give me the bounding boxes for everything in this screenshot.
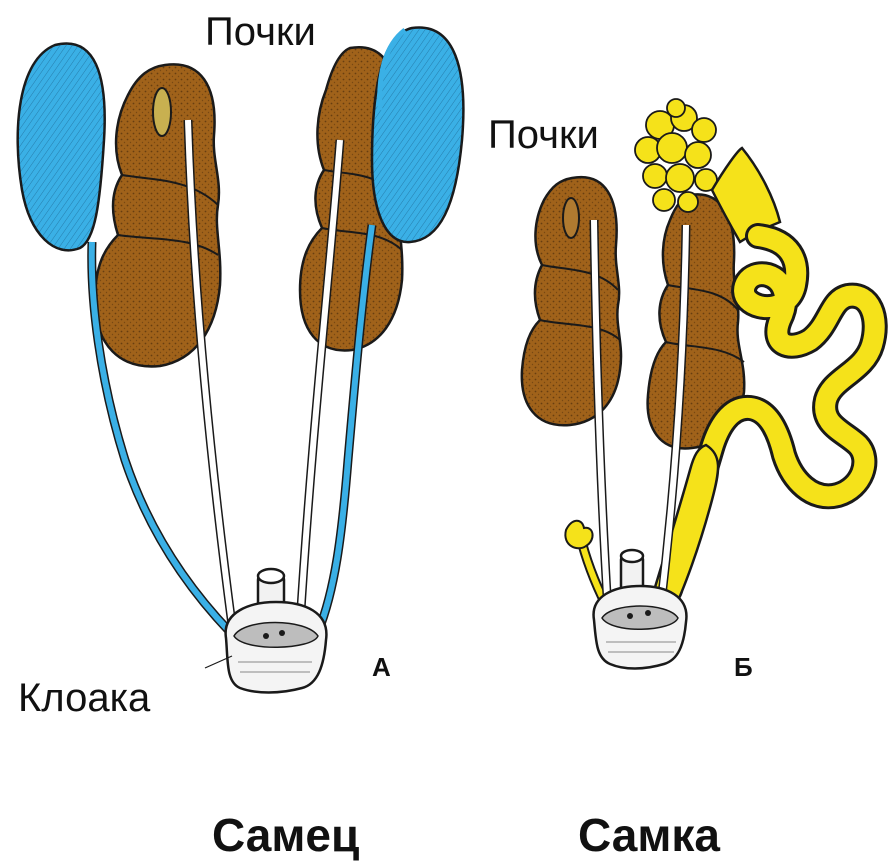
label-panel-a: А	[372, 654, 391, 680]
female-left-kidney	[522, 177, 621, 425]
male-right-testis	[372, 27, 463, 242]
male-left-testis	[18, 43, 105, 250]
label-cloaca: Клоака	[18, 678, 150, 718]
label-kidneys-female: Почки	[488, 115, 599, 155]
label-kidneys-male: Почки	[205, 12, 316, 52]
male-panel	[18, 27, 464, 692]
label-panel-b: Б	[734, 654, 753, 680]
female-panel	[522, 99, 875, 669]
label-female: Самка	[578, 812, 720, 858]
label-male: Самец	[212, 812, 359, 858]
